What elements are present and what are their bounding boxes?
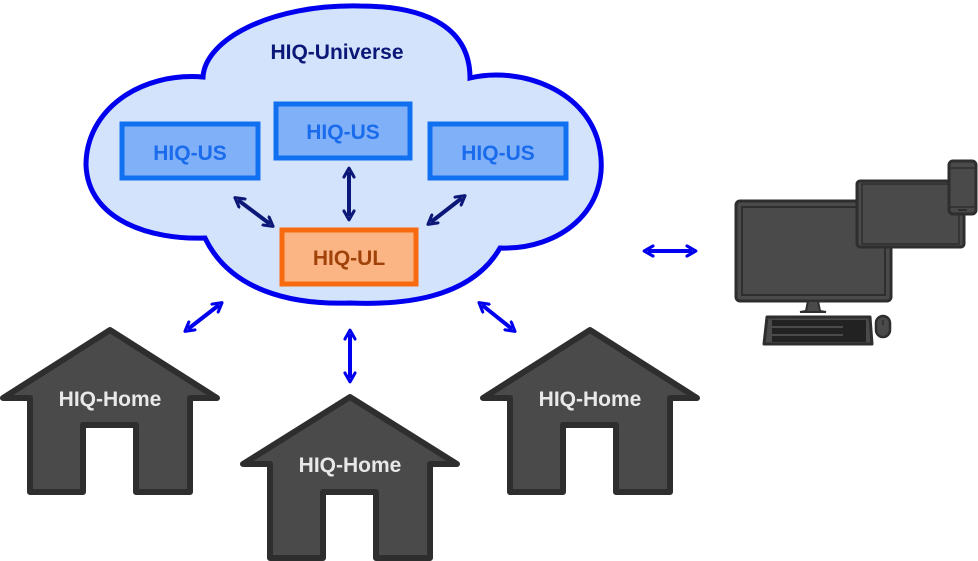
server-label: HIQ-US <box>461 142 535 165</box>
server-box: HIQ-US <box>119 121 261 181</box>
tablet-icon <box>855 179 966 249</box>
server-box: HIQ-US <box>273 101 413 161</box>
link-box: HIQ-UL <box>279 227 419 287</box>
phone-icon <box>947 159 978 216</box>
cloud-title: HIQ-Universe <box>270 41 403 64</box>
home-label: HIQ-Home <box>539 388 642 411</box>
link-label: HIQ-UL <box>313 247 385 270</box>
mouse-icon <box>874 314 892 339</box>
arrow-cloud-home-left <box>188 305 219 329</box>
server-label: HIQ-US <box>306 121 380 144</box>
home-icon: HIQ-Home <box>240 394 460 561</box>
keyboard-icon <box>762 315 874 346</box>
devices-group <box>734 159 978 346</box>
arrow-server-link-right <box>431 198 462 222</box>
arrow-cloud-home-right <box>482 305 512 329</box>
home-label: HIQ-Home <box>299 454 402 477</box>
home-label: HIQ-Home <box>59 388 162 411</box>
server-label: HIQ-US <box>153 142 227 165</box>
home-icon: HIQ-Home <box>0 327 220 495</box>
arrow-server-link-left <box>238 200 270 224</box>
monitor-icon <box>734 199 893 313</box>
server-box: HIQ-US <box>427 121 569 181</box>
home-icon: HIQ-Home <box>480 327 700 495</box>
